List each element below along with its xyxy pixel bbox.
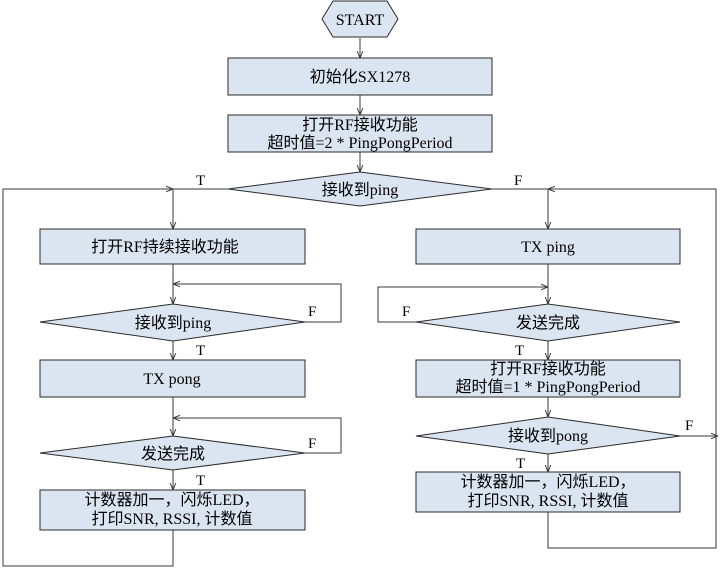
- timeout-label-1: 超时值=2 * PingPongPeriod: [267, 134, 452, 152]
- pong-false-label: F: [685, 418, 693, 434]
- send-done-left-label: 发送完成: [141, 445, 205, 463]
- open-rx-cont-box: 打开RF持续接收功能: [39, 228, 306, 265]
- right-send-true-label: T: [515, 343, 524, 359]
- counter-right-label-1: 计数器加一，闪烁LED，: [460, 473, 635, 491]
- tx-pong-box: TX pong: [39, 359, 306, 398]
- left-ping-true-label: T: [196, 343, 205, 359]
- timeout-label-2: 超时值=1 * PingPongPeriod: [455, 378, 640, 396]
- branch-labels: T F F T F T F T F T: [196, 173, 693, 489]
- tx-ping-label: TX ping: [521, 239, 575, 256]
- init-box: 初始化SX1278: [227, 57, 493, 96]
- rx-ping-main-label: 接收到ping: [322, 181, 398, 199]
- counter-left-label-1: 计数器加一，闪烁LED，: [84, 491, 259, 509]
- start-label: START: [336, 12, 385, 29]
- init-label: 初始化SX1278: [310, 68, 410, 86]
- left-ping-false-label: F: [308, 304, 316, 320]
- counter-left-label-2: 打印SNR, RSSI, 计数值: [92, 510, 253, 528]
- rx-ping-main-decision: 接收到ping: [227, 171, 493, 207]
- tx-ping-box: TX ping: [415, 228, 681, 265]
- open-rx-label-1: 打开RF接收功能: [302, 116, 418, 134]
- right-send-false-label: F: [402, 304, 410, 320]
- counter-right-label-2: 打印SNR, RSSI, 计数值: [468, 492, 629, 510]
- rx-ping-left-decision: 接收到ping: [39, 303, 306, 342]
- open-rx-label-2: 打开RF接收功能: [490, 360, 606, 378]
- main-false-label: F: [514, 173, 522, 189]
- open-rx-box-1: 打开RF接收功能 超时值=2 * PingPongPeriod: [227, 114, 493, 153]
- edges: [2, 38, 718, 567]
- rx-ping-left-label: 接收到ping: [135, 314, 211, 332]
- send-done-right-decision: 发送完成: [415, 303, 681, 342]
- left-send-true-label: T: [196, 473, 205, 489]
- open-rx-cont-label: 打开RF持续接收功能: [91, 238, 239, 256]
- counter-left-box: 计数器加一，闪烁LED， 打印SNR, RSSI, 计数值: [39, 489, 306, 531]
- left-send-false-label: F: [308, 436, 316, 452]
- pong-true-label: T: [516, 456, 525, 472]
- main-true-label: T: [196, 173, 205, 189]
- send-done-right-label: 发送完成: [516, 314, 580, 332]
- open-rx-box-2: 打开RF接收功能 超时值=1 * PingPongPeriod: [415, 359, 681, 398]
- start-node: START: [321, 0, 399, 38]
- send-done-left-decision: 发送完成: [39, 435, 306, 471]
- counter-right-box: 计数器加一，闪烁LED， 打印SNR, RSSI, 计数值: [415, 471, 681, 513]
- tx-pong-label: TX pong: [143, 371, 200, 388]
- rx-pong-label: 接收到pong: [508, 427, 588, 445]
- rx-pong-decision: 接收到pong: [415, 416, 681, 455]
